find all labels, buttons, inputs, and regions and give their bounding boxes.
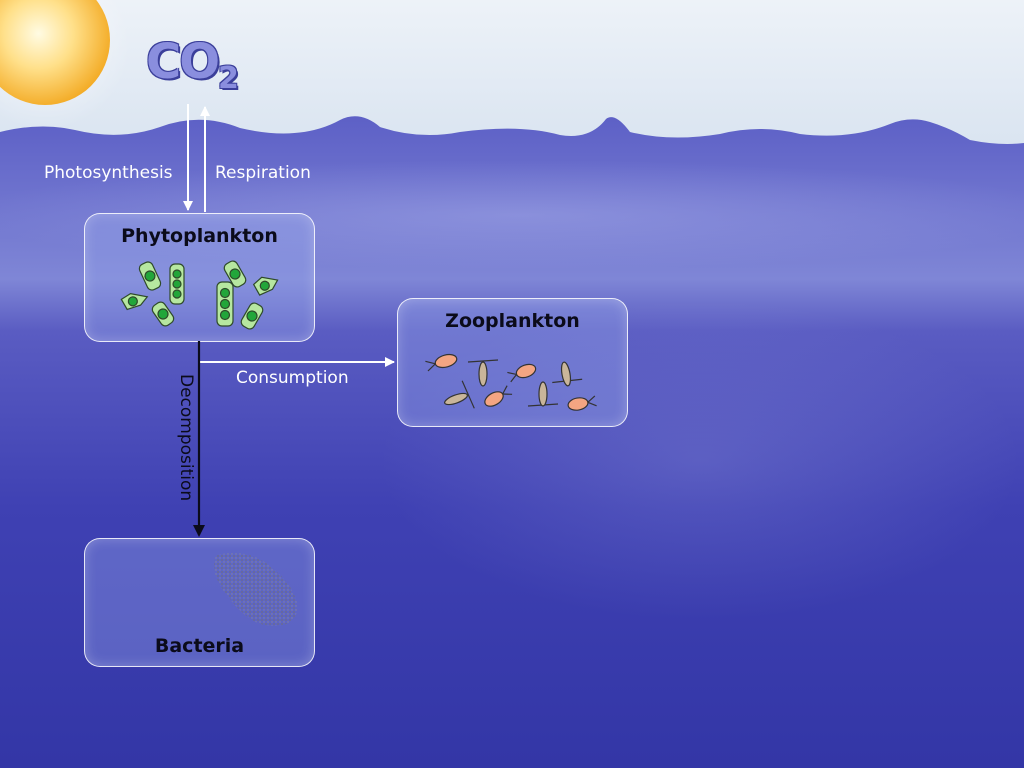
phytoplankton-cells-icon [120,260,279,330]
ocean-reflection [380,300,1020,620]
decomposition-label: Decomposition [176,374,196,502]
co2-main: CO [146,34,220,90]
zooplankton-creatures-icon [425,353,597,411]
zooplankton-title: Zooplankton [445,310,580,332]
co2-subscript: 2 [218,61,239,96]
phytoplankton-box: Phytoplankton [84,213,315,342]
zooplankton-box: Zooplankton [397,298,628,427]
bacteria-title: Bacteria [154,635,245,657]
ocean-haze [0,160,1024,270]
sun-icon [0,0,110,105]
bacteria-colony-icon [214,553,298,626]
bacteria-box: Bacteria [84,538,315,667]
photosynthesis-label: Photosynthesis [44,163,173,183]
co2-label: CO2 [146,34,239,96]
respiration-label: Respiration [215,163,311,183]
phytoplankton-title: Phytoplankton [121,225,278,247]
consumption-label: Consumption [236,368,349,388]
